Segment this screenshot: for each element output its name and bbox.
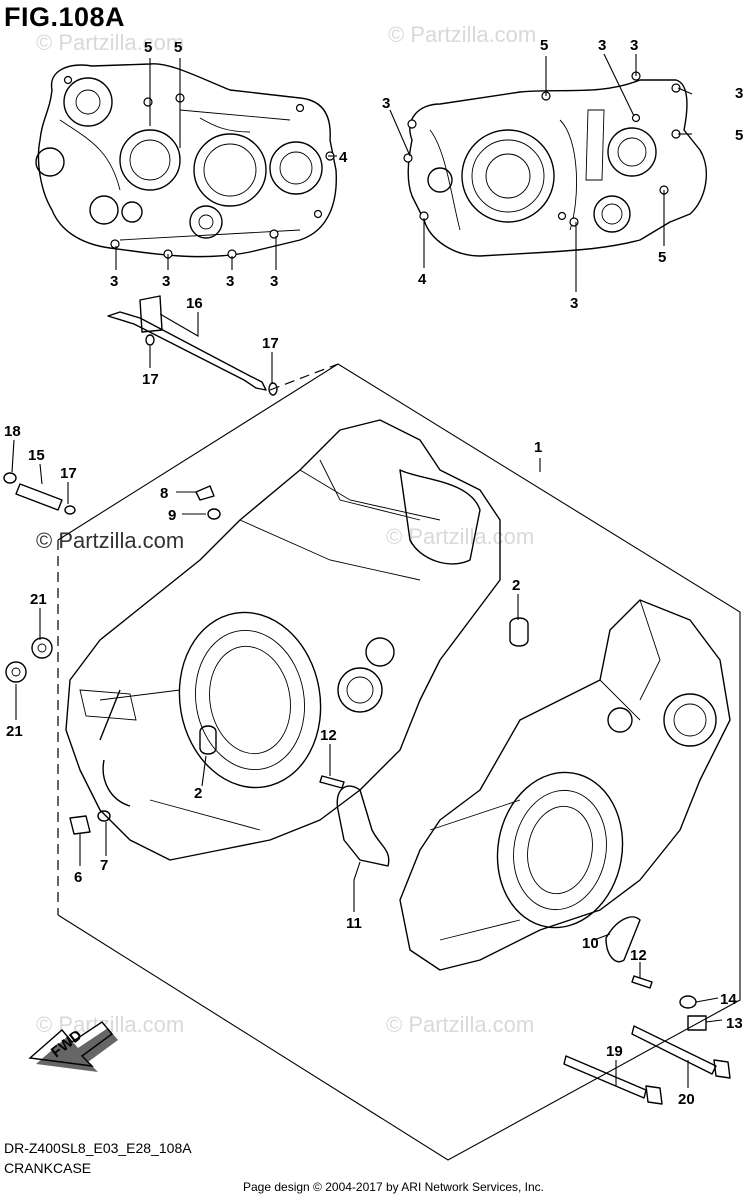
callout: 15 xyxy=(28,447,45,464)
callout: 17 xyxy=(262,335,279,352)
callout: 3 xyxy=(630,37,638,54)
plate-10 xyxy=(605,916,641,963)
callout: 18 xyxy=(4,423,21,440)
callout: 3 xyxy=(162,273,170,290)
callout: 13 xyxy=(726,1015,743,1032)
crankcase-right-main xyxy=(399,599,731,971)
callout: 10 xyxy=(582,935,599,952)
callout: 12 xyxy=(630,947,647,964)
callout: 19 xyxy=(606,1043,623,1060)
fwd-arrow: FWD xyxy=(28,1021,118,1072)
callout: 6 xyxy=(74,869,82,886)
callout: 17 xyxy=(142,371,159,388)
assembly-frame xyxy=(57,363,741,1161)
callout: 4 xyxy=(418,271,427,288)
callout: 5 xyxy=(735,127,743,144)
leader-lines xyxy=(11,53,723,1088)
watermark: © Partzilla.com xyxy=(388,22,537,47)
crankcase-right-half-view xyxy=(403,71,707,257)
watermark: © Partzilla.com xyxy=(36,528,185,553)
callout-labels: 5 5 4 3 3 3 3 3 4 5 3 3 3 5 5 3 16 17 17… xyxy=(4,37,743,1108)
callout: 3 xyxy=(110,273,118,290)
copyright-text: Page design © 2004-2017 by ARI Network S… xyxy=(243,1180,545,1194)
callout: 8 xyxy=(160,485,168,502)
callout: 11 xyxy=(346,915,362,932)
callout: 2 xyxy=(194,785,202,802)
callout: 2 xyxy=(512,577,520,594)
section-name: CRANKCASE xyxy=(4,1160,92,1176)
callout: 14 xyxy=(720,991,737,1008)
callout: 9 xyxy=(168,507,176,524)
figure-title: FIG.108A xyxy=(4,2,126,32)
parts-small xyxy=(3,295,731,1105)
callout: 3 xyxy=(226,273,234,290)
callout: 1 xyxy=(534,439,542,456)
callout: 3 xyxy=(735,85,743,102)
callout: 21 xyxy=(6,723,23,740)
watermark: © Partzilla.com xyxy=(386,524,535,549)
diagram-code: DR-Z400SL8_E03_E28_108A xyxy=(4,1140,192,1156)
watermark: © Partzilla.com xyxy=(386,1012,535,1037)
callout: 7 xyxy=(100,857,108,874)
callout: 5 xyxy=(658,249,666,266)
crankcase-left-main xyxy=(65,419,501,861)
watermark: © Partzilla.com xyxy=(36,30,185,55)
crankcase-left-half-view xyxy=(35,63,337,259)
callout: 3 xyxy=(598,37,606,54)
callout: 5 xyxy=(540,37,548,54)
callout: 17 xyxy=(60,465,77,482)
plate-11 xyxy=(336,785,390,867)
callout: 20 xyxy=(678,1091,695,1108)
callout: 21 xyxy=(30,591,47,608)
callout: 12 xyxy=(320,727,337,744)
callout: 3 xyxy=(270,273,278,290)
callout: 5 xyxy=(144,39,152,56)
callout: 5 xyxy=(174,39,182,56)
callout: 3 xyxy=(382,95,390,112)
callout: 4 xyxy=(339,149,348,166)
callout: 3 xyxy=(570,295,578,312)
callout: 16 xyxy=(186,295,203,312)
